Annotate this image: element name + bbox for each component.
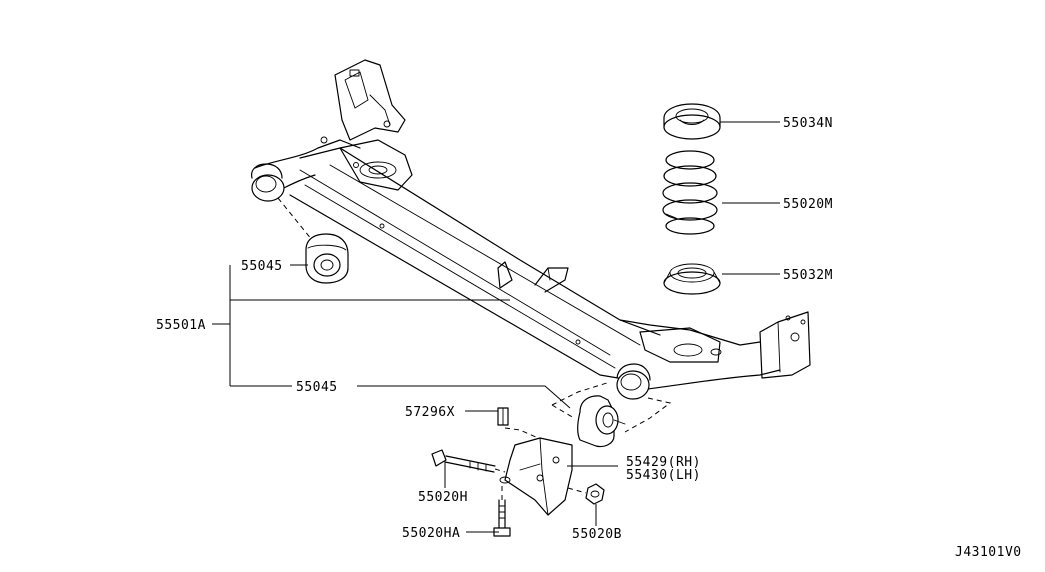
label-lower-spring-seat: 55032M [783,268,833,283]
label-bracket-lh: 55430(LH) [626,468,701,483]
mounting-bracket [499,437,573,516]
right-bushing [577,395,626,448]
right-trailing-arm [616,311,811,400]
right-bushing-guide-3 [551,404,575,419]
leader-lines [212,121,780,533]
nut [567,483,605,505]
label-coil-spring: 55020M [783,197,833,212]
label-lower-bolt: 55020HA [402,526,460,541]
upper-spring-seat [663,103,721,140]
right-bushing-guide-2 [624,397,672,433]
label-upper-spring-seat: 55034N [783,116,833,131]
right-bushing-guide-1 [551,381,611,406]
left-bushing [305,233,349,284]
label-right-bushing: 55045 [296,380,338,395]
lower-spring-seat [663,263,721,295]
label-axle-beam: 55501A [156,318,206,333]
left-trailing-arm [251,59,413,202]
label-left-bushing: 55045 [241,259,283,274]
left-bushing-guide-line [277,197,313,241]
label-upper-bolt: 55020H [418,490,468,505]
clip [497,407,509,426]
label-bracket-rh: 55429(RH) [626,455,701,470]
upper-bolt [431,449,506,473]
clip-guide-line [504,427,539,439]
label-nut: 55020B [572,527,622,542]
lower-bolt [493,486,511,537]
diagram-code: J43101V0 [955,545,1022,560]
coil-spring [662,150,718,235]
label-clip: 57296X [405,405,455,420]
